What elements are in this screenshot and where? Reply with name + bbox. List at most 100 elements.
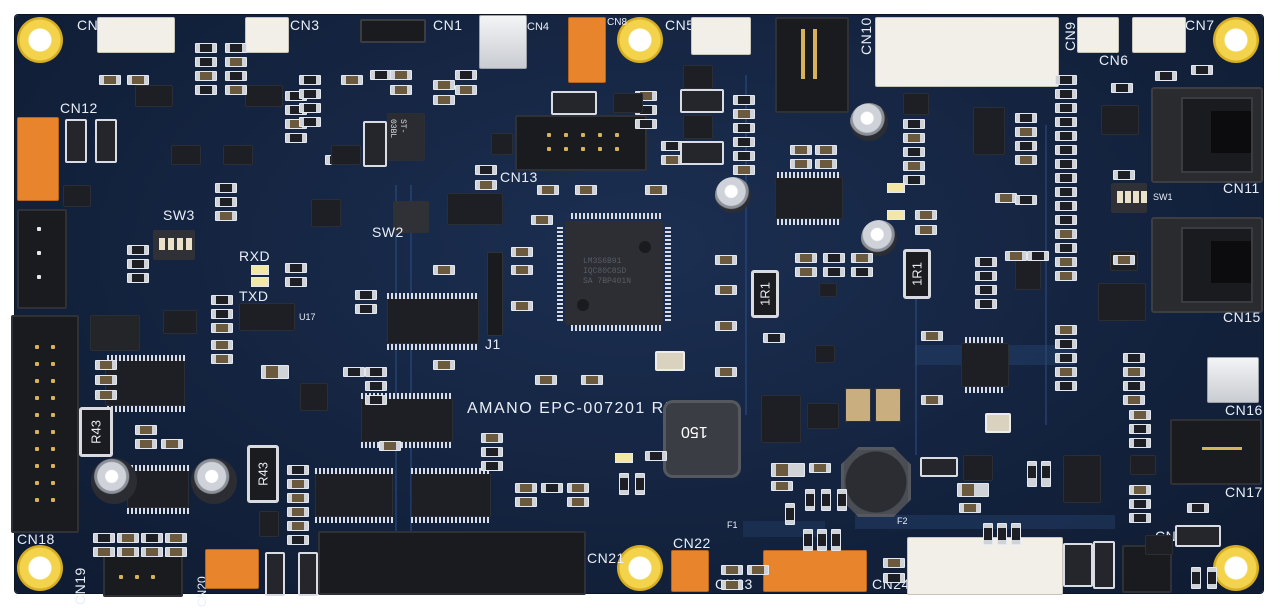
cn1-connector[interactable]: [360, 19, 426, 43]
cn7-connector[interactable]: [1132, 17, 1186, 53]
ic-u23: [361, 398, 453, 442]
cn12-connector[interactable]: [17, 117, 59, 201]
ic-pins: [387, 293, 479, 299]
smd-capacitor: [575, 185, 597, 195]
mcu-pins: [557, 227, 563, 321]
smd-capacitor: [771, 481, 793, 491]
smd-capacitor: [455, 85, 477, 95]
usb-connector[interactable]: [479, 15, 527, 69]
smd-resistor: [1055, 173, 1077, 183]
ic-pins: [315, 468, 393, 474]
smd-capacitor: [537, 185, 559, 195]
cn17-connector[interactable]: [1170, 419, 1262, 485]
smd-resistor: [733, 123, 755, 133]
smd-resistor: [225, 71, 247, 81]
ic-pins: [127, 465, 189, 471]
smd-capacitor: [567, 483, 589, 493]
smd-resistor: [1055, 243, 1077, 253]
ic-u2: [135, 85, 173, 107]
mounting-hole: [1213, 545, 1259, 591]
f1-label: F1: [727, 520, 738, 530]
smd-capacitor: [567, 497, 589, 507]
cn3-connector[interactable]: [245, 17, 289, 53]
smd-capacitor: [795, 253, 817, 263]
smd-capacitor: [790, 145, 812, 155]
cn14-connector[interactable]: [17, 209, 67, 309]
cn5-connector[interactable]: [691, 17, 751, 55]
smd-capacitor: [433, 80, 455, 90]
cn6-label: CN6: [1099, 52, 1129, 68]
sw1-dip-switch[interactable]: [1111, 183, 1147, 213]
smd-resistor: [195, 43, 217, 53]
smd-capacitor: [211, 340, 233, 350]
cn3-label: CN3: [290, 17, 320, 33]
smd-resistor: [903, 175, 925, 185]
trace: [395, 185, 397, 545]
smd-resistor: [805, 489, 815, 511]
smd-capacitor: [95, 390, 117, 400]
cn6-connector[interactable]: [1077, 17, 1119, 53]
cn9-connector[interactable]: [875, 17, 1059, 87]
smd-capacitor: [903, 161, 925, 171]
smd-capacitor: [1015, 127, 1037, 137]
resistor-r43: R43: [247, 445, 279, 503]
mcu-pins: [571, 213, 661, 219]
ic-u4: [613, 93, 643, 113]
smd-capacitor: [379, 441, 401, 451]
smd-resistor: [285, 277, 307, 287]
cn10-power-connector[interactable]: [775, 17, 849, 113]
cn8-connector[interactable]: [568, 17, 606, 83]
cn7-label: CN7: [1185, 17, 1215, 33]
smd-capacitor: [903, 133, 925, 143]
smd-capacitor: [433, 360, 455, 370]
ic-pins: [315, 517, 393, 523]
smd-capacitor: [921, 395, 943, 405]
smd-capacitor: [1055, 325, 1077, 335]
cn15-rj45-jack[interactable]: [1151, 217, 1263, 313]
smd-capacitor: [995, 193, 1017, 203]
cn23-connector[interactable]: [763, 550, 867, 592]
smd-capacitor: [390, 85, 412, 95]
cn24-connector[interactable]: [907, 537, 1063, 595]
smd-capacitor: [135, 425, 157, 435]
smd-resistor: [455, 70, 477, 80]
cn13-label: CN13: [500, 169, 538, 185]
board-title: AMANO EPC-007201 REV 0: [467, 400, 706, 417]
capacitor-c78: [845, 388, 871, 422]
cn19-connector[interactable]: [103, 555, 183, 597]
led-ld1: [887, 183, 905, 193]
smd-resistor: [883, 573, 905, 583]
cn18-ribbon-connector[interactable]: [11, 315, 79, 533]
sw3-dip-switch[interactable]: [153, 230, 195, 260]
smd-resistor: [225, 43, 247, 53]
smd-capacitor: [1055, 271, 1077, 281]
smd-capacitor: [1041, 461, 1051, 487]
smd-resistor: [287, 535, 309, 545]
smd-resistor: [837, 489, 847, 511]
resistor-r94: 1R1: [903, 249, 931, 299]
cn22-connector[interactable]: [671, 550, 709, 592]
smd-resistor: [127, 259, 149, 269]
smd-resistor: [299, 117, 321, 127]
cn21-ribbon-connector[interactable]: [318, 531, 586, 595]
ic-u28: [1145, 535, 1173, 555]
txd-led: [251, 277, 269, 287]
cn16-usb-connector[interactable]: [1207, 357, 1259, 403]
cn2-connector[interactable]: [97, 17, 175, 53]
smd-capacitor: [287, 479, 309, 489]
mounting-hole: [617, 17, 663, 63]
mounting-hole: [17, 17, 63, 63]
mcu-pins: [571, 325, 661, 331]
sw2-dip-switch[interactable]: [393, 201, 429, 233]
diode-d15: [298, 552, 318, 596]
diode-d13: [1063, 455, 1101, 503]
mounting-hole: [1213, 17, 1259, 63]
cn13-header[interactable]: [515, 115, 647, 171]
cn11-rj45-jack[interactable]: [1151, 87, 1263, 183]
smd-resistor: [823, 253, 845, 263]
j1-header[interactable]: [487, 252, 503, 336]
smd-capacitor: [211, 323, 233, 333]
smd-capacitor: [433, 95, 455, 105]
ic-pins: [965, 387, 1005, 393]
cn20-connector[interactable]: [205, 549, 259, 589]
